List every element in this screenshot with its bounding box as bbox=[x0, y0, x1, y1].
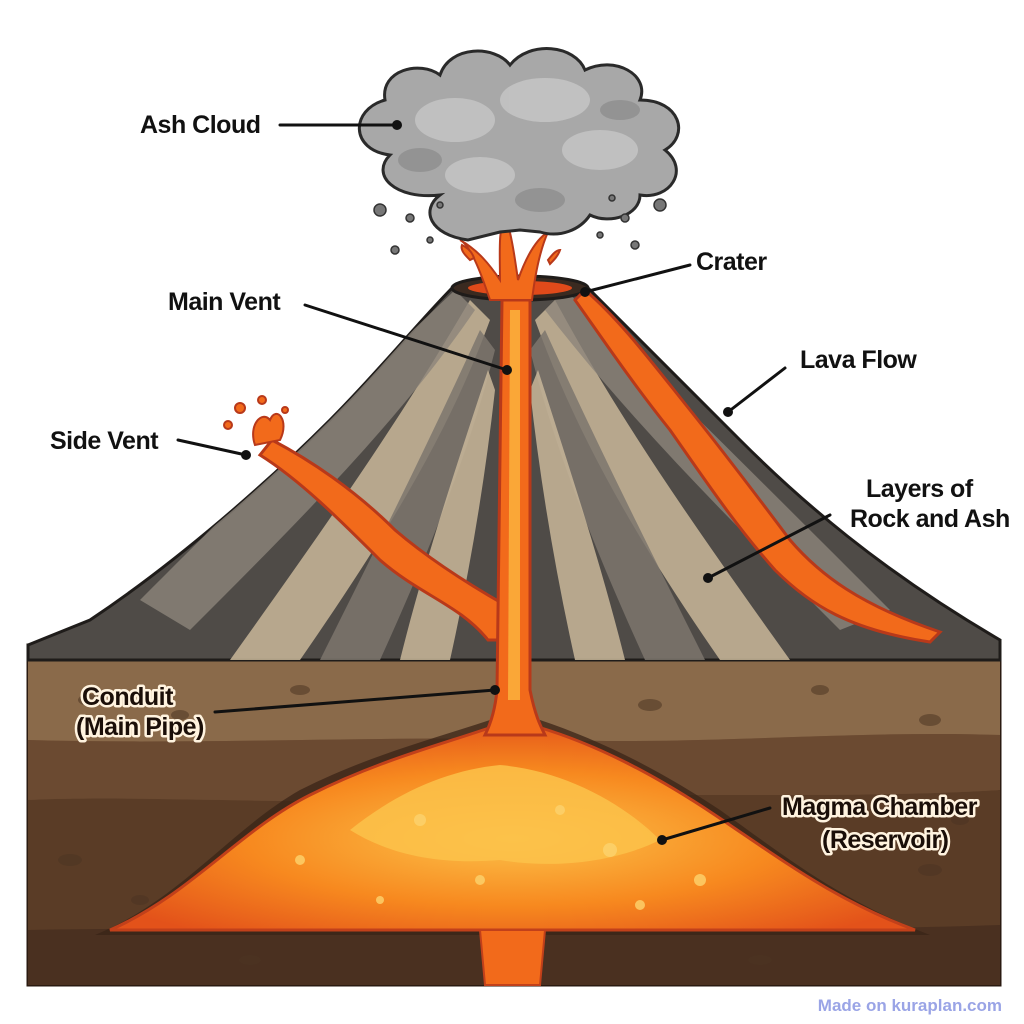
leader-lines bbox=[176, 120, 832, 845]
label-ash-cloud: Ash Cloud bbox=[140, 111, 261, 139]
magma-chamber bbox=[95, 720, 930, 986]
label-crater: Crater bbox=[696, 248, 767, 276]
ejected-rocks bbox=[373, 194, 667, 255]
label-layers-line2: Rock and Ash bbox=[850, 505, 1010, 533]
label-lava-flow: Lava Flow bbox=[800, 346, 917, 374]
side-vent-splash bbox=[223, 395, 289, 447]
label-conduit-line1: Conduit bbox=[82, 683, 174, 711]
label-conduit-line2: (Main Pipe) bbox=[76, 713, 204, 741]
label-layers-line1: Layers of bbox=[866, 475, 974, 503]
label-main-vent: Main Vent bbox=[168, 288, 281, 316]
lava-flow bbox=[573, 287, 943, 644]
watermark[interactable]: Made on kuraplan.com bbox=[817, 996, 1002, 1015]
label-magma-chamber-line1: Magma Chamber bbox=[782, 793, 978, 821]
label-magma-chamber-line2: (Reservoir) bbox=[822, 826, 949, 854]
label-side-vent: Side Vent bbox=[50, 427, 159, 455]
ash-cloud bbox=[357, 47, 681, 242]
